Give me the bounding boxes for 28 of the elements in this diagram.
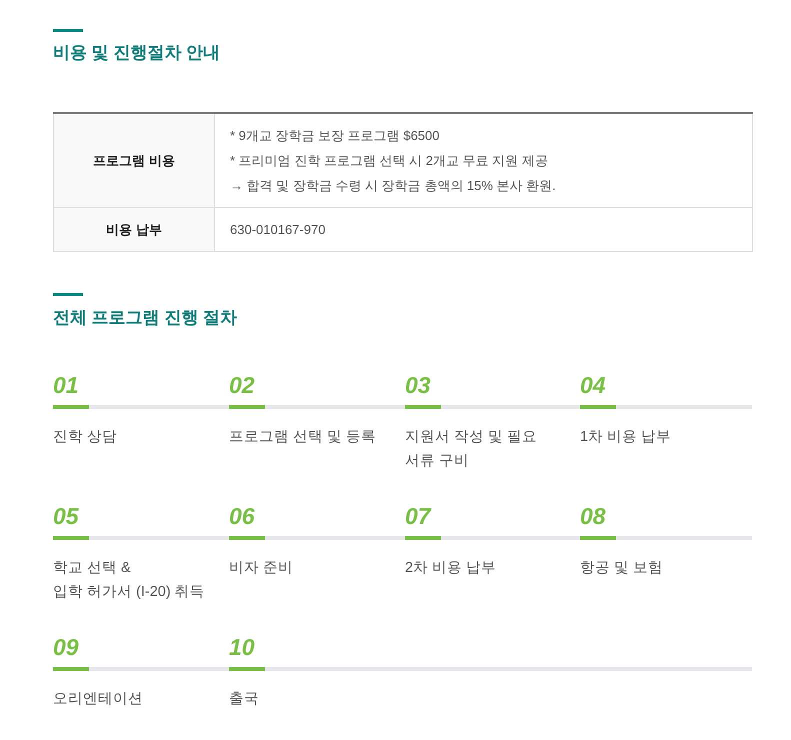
step-label: 비자 준비 [229, 559, 294, 578]
step-number: 02 [229, 372, 255, 398]
step-label: 1차 비용 납부 [580, 428, 672, 447]
section-heading: 전체 프로그램 진행 절차 [53, 307, 238, 329]
step-label: 오리엔테이션 [53, 690, 143, 709]
step-number: 04 [580, 372, 606, 398]
step-number: 01 [53, 372, 79, 398]
step-number: 06 [229, 503, 255, 529]
row-header: 프로그램 비용 [54, 113, 214, 208]
step-number: 10 [229, 634, 255, 660]
row-header: 비용 납부 [54, 208, 214, 252]
step-label: 항공 및 보험 [580, 559, 664, 578]
step-label: 학교 선택 & 입학 허가서 (I-20) 취득 [53, 559, 205, 602]
table-cell: 630-010167-970 [214, 208, 752, 252]
cell-text: * 9개교 장학금 보장 프로그램 $6500 [230, 127, 440, 145]
step-number: 09 [53, 634, 79, 660]
step-label: 출국 [229, 690, 259, 709]
step-number: 07 [405, 503, 431, 529]
step-number: 03 [405, 372, 431, 398]
cell-text: * 프리미엄 진학 프로그램 선택 시 2개교 무료 지원 제공 [230, 152, 549, 170]
cell-text: → 합격 및 장학금 수령 시 장학금 총액의 15% 본사 환원. [230, 177, 557, 195]
step-label: 진학 상담 [53, 428, 118, 447]
step-label: 프로그램 선택 및 등록 [229, 428, 376, 447]
section-heading: 비용 및 진행절차 안내 [53, 42, 220, 64]
step-number: 05 [53, 503, 79, 529]
step-number: 08 [580, 503, 606, 529]
step-label: 지원서 작성 및 필요 서류 구비 [405, 428, 538, 471]
step-label: 2차 비용 납부 [405, 559, 496, 578]
